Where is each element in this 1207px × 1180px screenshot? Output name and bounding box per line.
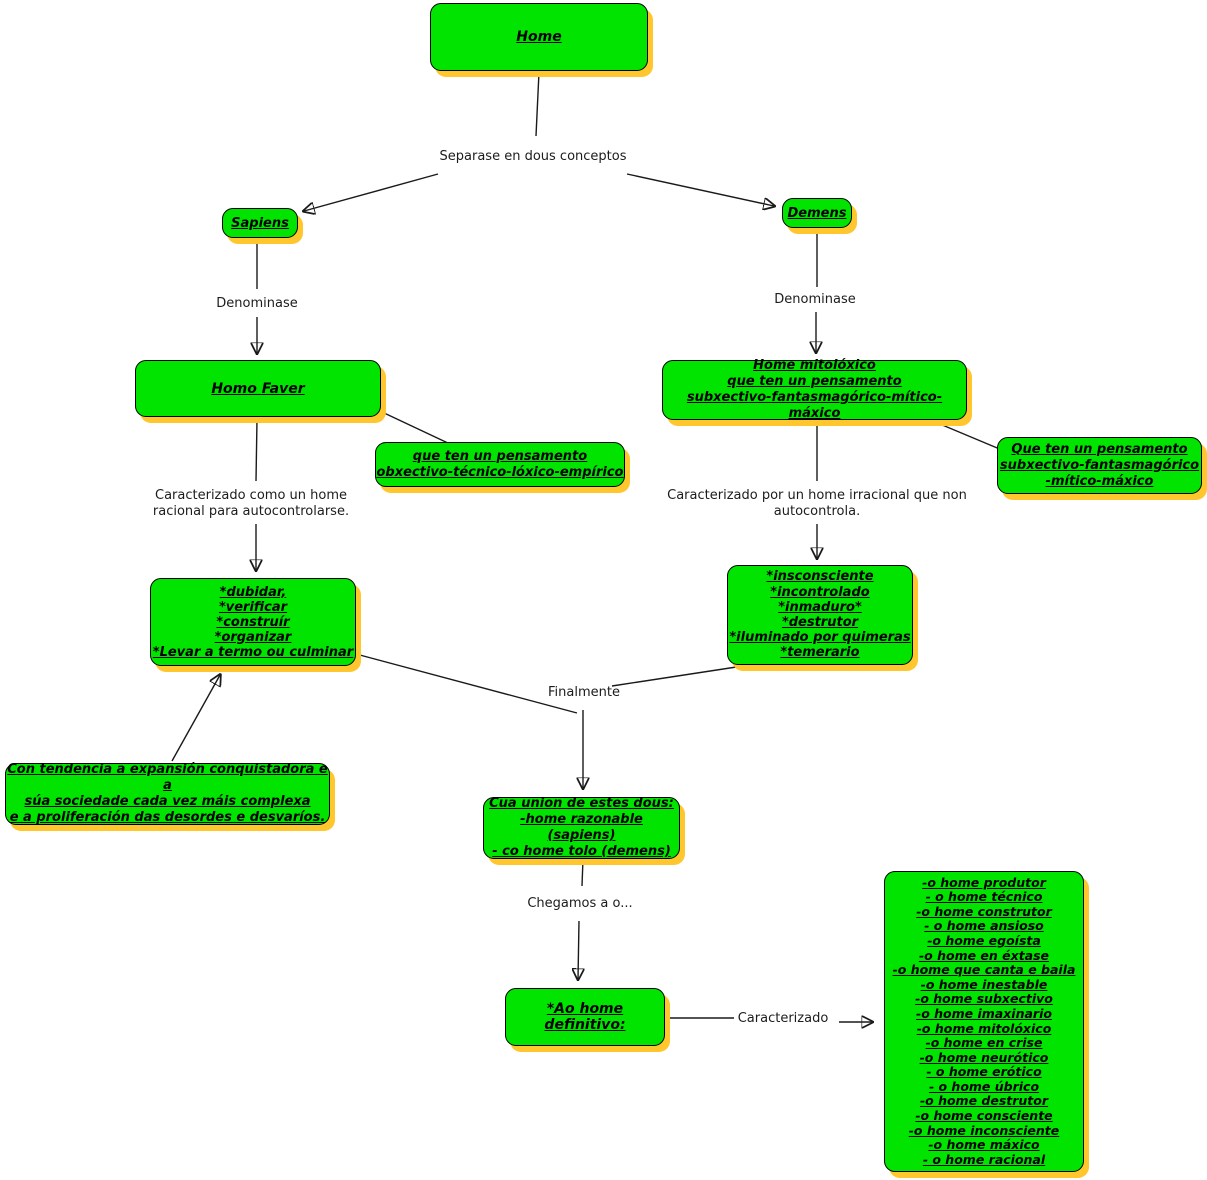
- link-label-separase: Separase en dous conceptos: [439, 149, 627, 164]
- node-homo-faver-label: Homo Faver: [211, 380, 305, 397]
- connector-mitoloxico-pensamento-subx: [927, 418, 1003, 451]
- connector-homofaver-caracterizado: [255, 418, 258, 482]
- connector-separase-demens: [626, 173, 774, 206]
- connector-separase-sapiens: [304, 173, 439, 211]
- node-sapiens-traits-label: *dubidar, *verificar *construír *organiz…: [152, 584, 354, 660]
- node-sapiens-label: Sapiens: [231, 215, 289, 231]
- node-homo-faver[interactable]: Homo Faver: [135, 360, 381, 417]
- node-tendencia[interactable]: Con tendencia a expansión conquistadora …: [5, 762, 330, 825]
- node-pensamento-obxectivo[interactable]: que ten un pensamento obxectivo-técnico-…: [375, 442, 625, 487]
- node-home-label: Home: [516, 29, 562, 45]
- link-label-denominase-left: Denominase: [216, 296, 298, 311]
- node-home[interactable]: Home: [430, 3, 648, 71]
- node-pensamento-subxectivo-label: Que ten un pensamento subxectivo-fantasm…: [999, 441, 1200, 489]
- node-home-definitivo[interactable]: *Ao home definitivo:: [505, 988, 665, 1046]
- node-union[interactable]: Cua union de estes dous: -home razonable…: [483, 796, 680, 859]
- connector-home-separase: [535, 71, 540, 137]
- node-home-types-label: -o home produtor - o home técnico -o hom…: [892, 874, 1076, 1167]
- connector-union-chegamos: [581, 858, 584, 887]
- node-demens-traits[interactable]: *insconsciente *incontrolado *inmaduro* …: [727, 565, 913, 665]
- connector-chegamos-definitivo: [578, 920, 579, 979]
- connector-sapiens-traits-finalmente: [355, 653, 578, 714]
- link-label-caracterizado: Caracterizado: [737, 1011, 829, 1026]
- node-home-types[interactable]: -o home produtor - o home técnico -o hom…: [884, 871, 1084, 1172]
- connector-demens-traits-finalmente: [611, 663, 757, 687]
- connector-tendencia-sapiens-traits: [171, 675, 220, 762]
- link-label-finalmente: Finalmente: [548, 685, 620, 700]
- node-sapiens-traits[interactable]: *dubidar, *verificar *construír *organiz…: [150, 578, 356, 666]
- node-home-mitoloxico-label: Home mitolóxico que ten un pensamento su…: [686, 358, 943, 421]
- connector-homofaver-pensamento-obx: [381, 411, 451, 445]
- link-label-caracterizado-irracional: Caracterizado por un home irracional que…: [667, 488, 967, 519]
- link-label-denominase-right: Denominase: [774, 292, 856, 307]
- node-home-definitivo-label: *Ao home definitivo:: [544, 1001, 626, 1033]
- node-tendencia-label: Con tendencia a expansión conquistadora …: [7, 762, 328, 825]
- link-label-caracterizado-racional: Caracterizado como un home racional para…: [152, 488, 350, 519]
- node-home-mitoloxico[interactable]: Home mitolóxico que ten un pensamento su…: [662, 358, 967, 421]
- link-label-chegamos: Chegamos a o...: [527, 896, 633, 911]
- node-demens-label: Demens: [787, 205, 847, 221]
- node-sapiens[interactable]: Sapiens: [222, 208, 298, 238]
- node-demens-traits-label: *insconsciente *incontrolado *inmaduro* …: [729, 569, 911, 661]
- node-union-label: Cua union de estes dous: -home razonable…: [489, 796, 674, 859]
- node-demens[interactable]: Demens: [782, 198, 852, 228]
- node-pensamento-subxectivo[interactable]: Que ten un pensamento subxectivo-fantasm…: [997, 437, 1202, 494]
- node-pensamento-obxectivo-label: que ten un pensamento obxectivo-técnico-…: [376, 448, 624, 480]
